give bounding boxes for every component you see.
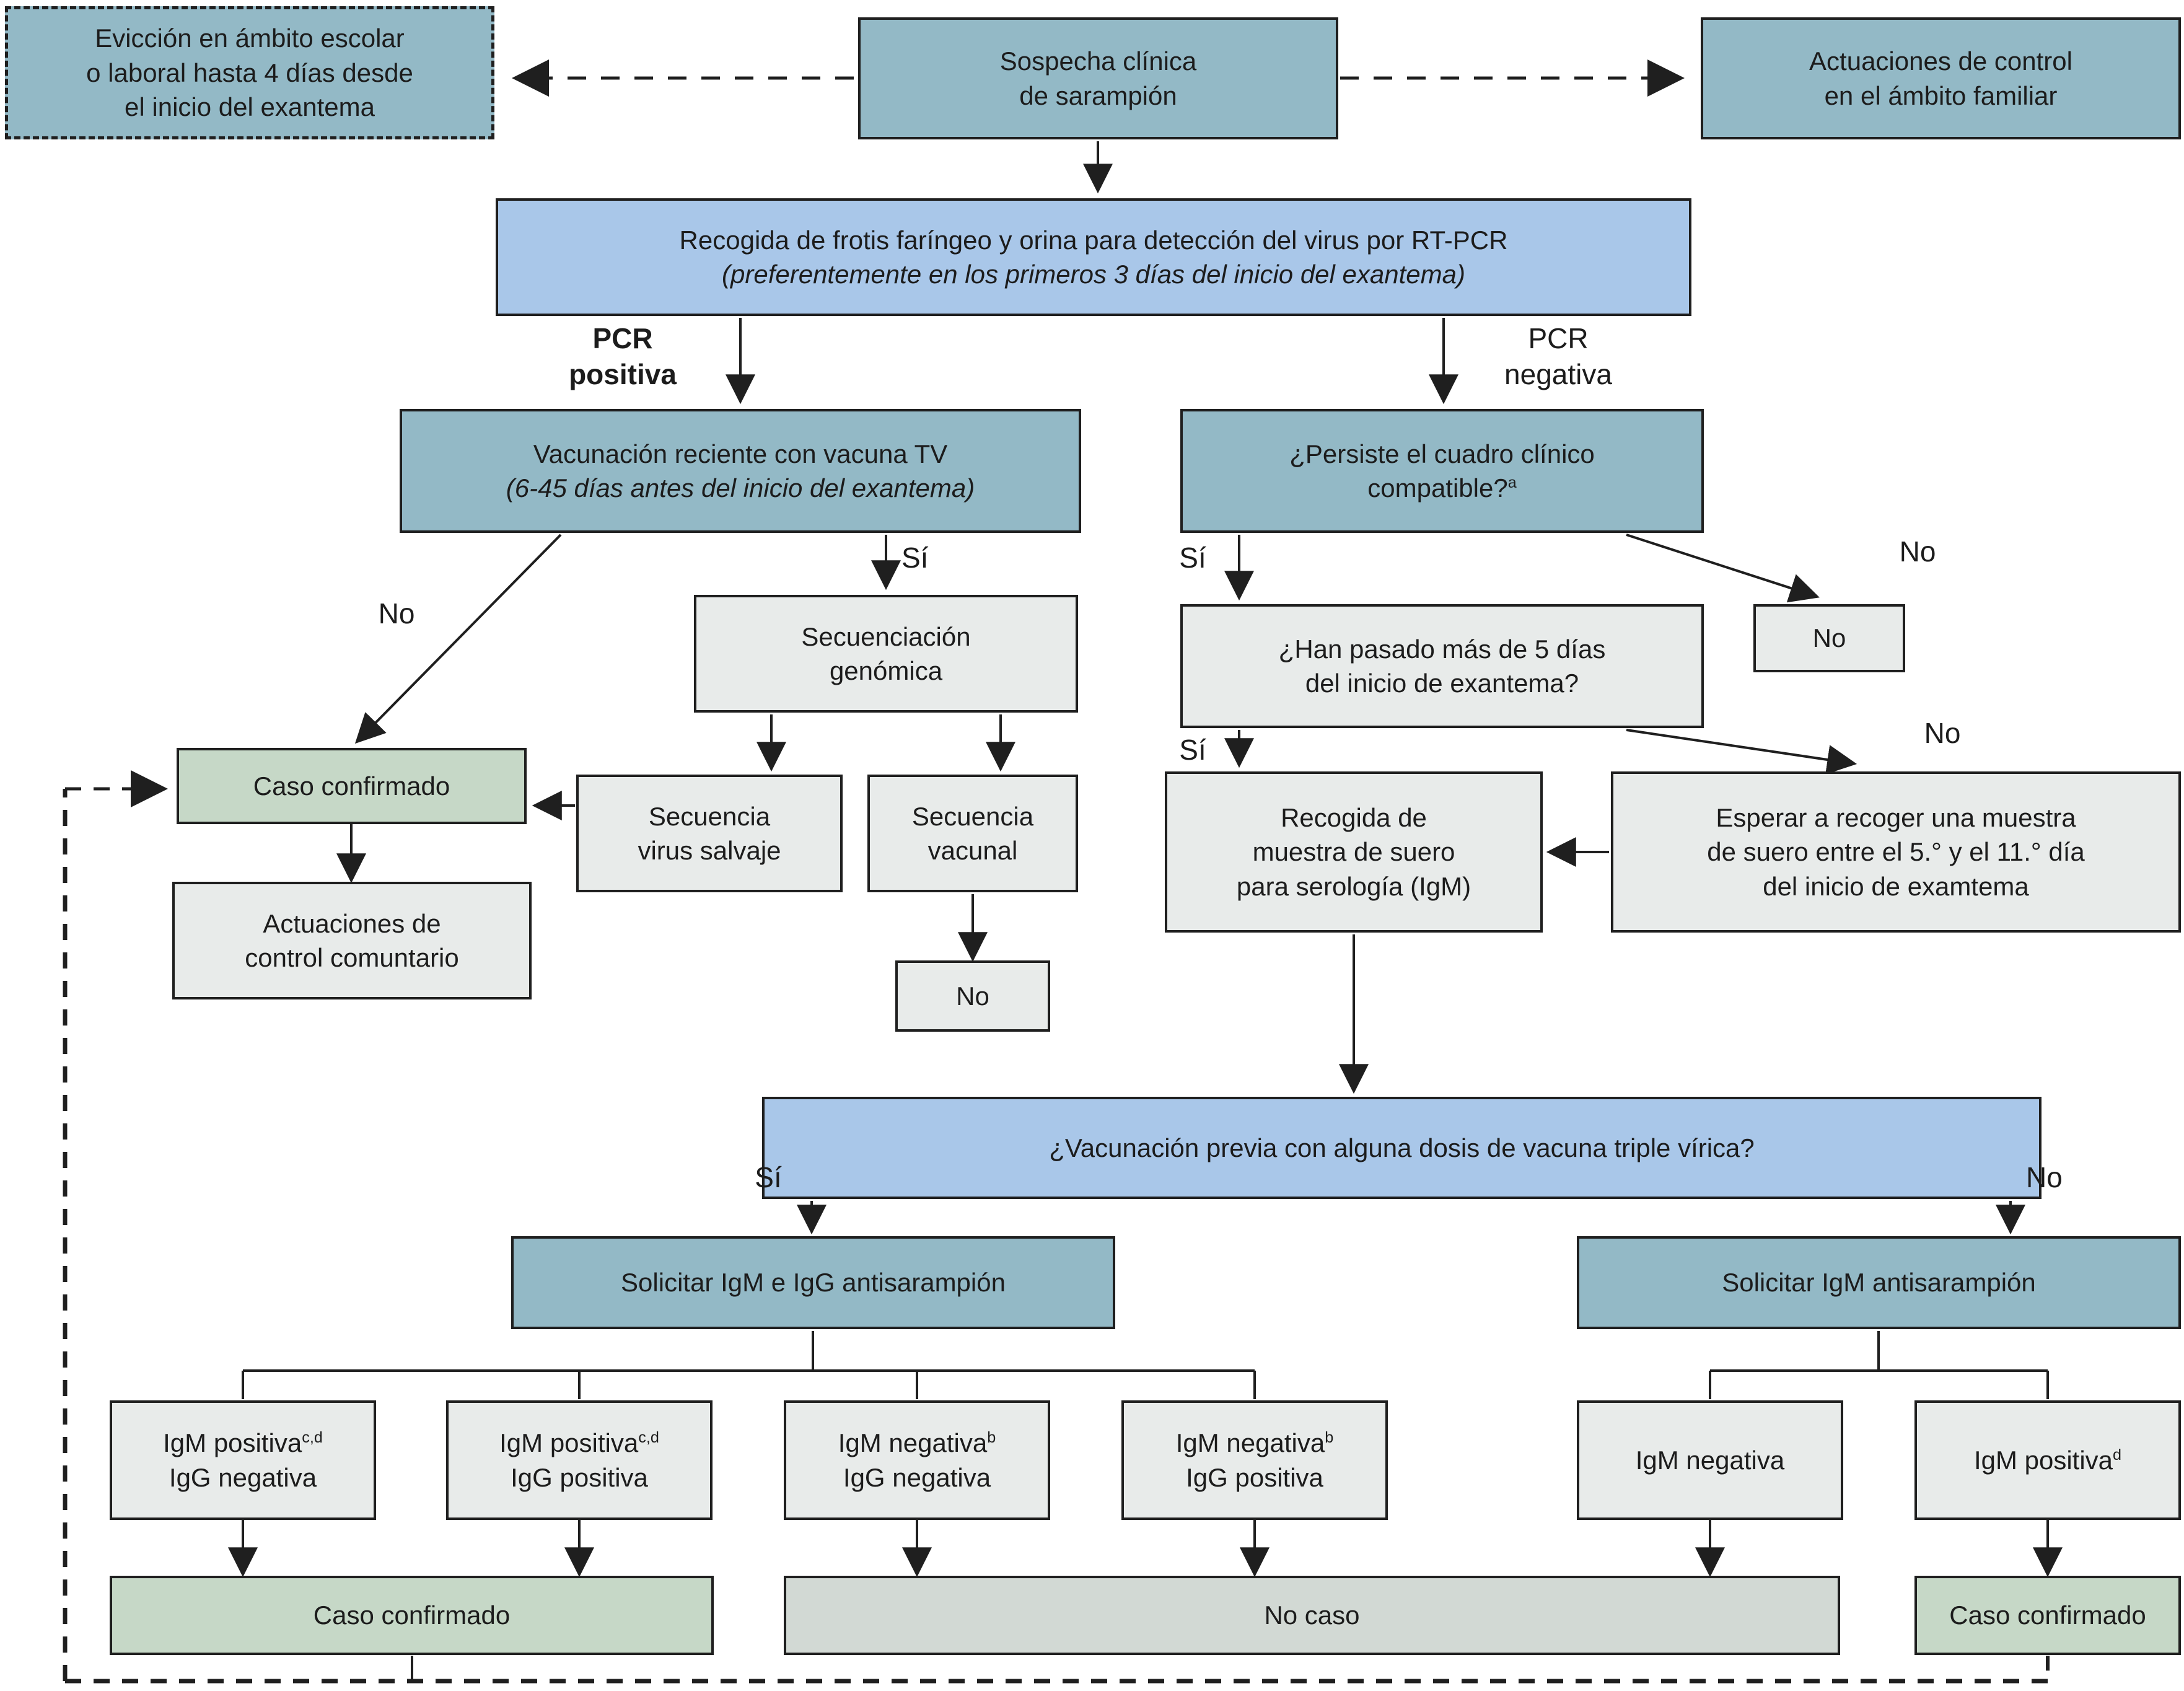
label-vtv-si: Sí bbox=[901, 542, 929, 574]
node-no-right: No bbox=[1753, 604, 1905, 672]
node-secuencia-vacunal: Secuencia vacunal bbox=[867, 775, 1078, 892]
label-persiste-si: Sí bbox=[1179, 542, 1206, 574]
node-han-pasado-5-dias: ¿Han pasado más de 5 días del inicio de … bbox=[1180, 604, 1704, 728]
node-sospecha-clinica: Sospecha clínica de sarampión bbox=[858, 17, 1338, 139]
label-vtv-no: No bbox=[378, 597, 415, 630]
node-recogida-suero: Recogida de muestra de suero para serolo… bbox=[1165, 771, 1543, 933]
node-caso-confirmado-bottom-right: Caso confirmado bbox=[1914, 1576, 2181, 1655]
node-eviccion: Evicción en ámbito escolar o laboral has… bbox=[5, 6, 494, 139]
node-rtpcr: Recogida de frotis faríngeo y orina para… bbox=[496, 198, 1691, 316]
node-solicitar-igm: Solicitar IgM antisarampión bbox=[1577, 1236, 2181, 1329]
label-han-si: Sí bbox=[1179, 734, 1206, 766]
label-pcr-negativa: PCR negativa bbox=[1504, 322, 1612, 390]
node-igm-neg-igg-neg: IgM negativab IgG negativa bbox=[784, 1400, 1050, 1520]
arrow-persiste-no bbox=[1626, 534, 1820, 603]
node-secuenciacion-genomica: Secuenciación genómica bbox=[694, 595, 1078, 713]
node-no-mid: No bbox=[895, 960, 1050, 1032]
label-pcr-positiva: PCR positiva bbox=[569, 322, 677, 390]
node-solicitar-igm-igg: Solicitar IgM e IgG antisarampión bbox=[511, 1236, 1115, 1329]
arrow-vtv-no bbox=[354, 534, 562, 744]
label-prev-no: No bbox=[2026, 1161, 2063, 1193]
label-persiste-no: No bbox=[1899, 535, 1936, 568]
node-igm-pos-igg-pos: IgM positivac,d IgG positiva bbox=[446, 1400, 713, 1520]
node-actuaciones-familiar: Actuaciones de control en el ámbito fami… bbox=[1701, 17, 2181, 139]
node-vacunacion-tv: Vacunación reciente con vacuna TV (6-45 … bbox=[400, 409, 1081, 533]
node-actuaciones-comuntario: Actuaciones de control comuntario bbox=[172, 882, 532, 999]
node-esperar-muestra: Esperar a recoger una muestra de suero e… bbox=[1611, 771, 2181, 933]
node-igm-negativa: IgM negativa bbox=[1577, 1400, 1843, 1520]
node-igm-pos-igg-neg: IgM positivac,d IgG negativa bbox=[110, 1400, 376, 1520]
node-igm-neg-igg-pos: IgM negativab IgG positiva bbox=[1121, 1400, 1388, 1520]
node-vacunacion-previa: ¿Vacunación previa con alguna dosis de v… bbox=[762, 1097, 2041, 1199]
node-persiste-cuadro: ¿Persiste el cuadro clínico compatible?a bbox=[1180, 409, 1704, 533]
node-no-caso: No caso bbox=[784, 1576, 1840, 1655]
node-igm-positiva-d: IgM positivad bbox=[1914, 1400, 2181, 1520]
label-han-no: No bbox=[1924, 717, 1961, 749]
node-caso-confirmado-bottom-left: Caso confirmado bbox=[110, 1576, 714, 1655]
node-caso-confirmado-mid: Caso confirmado bbox=[177, 748, 527, 824]
node-secuencia-virus-salvaje: Secuencia virus salvaje bbox=[576, 775, 843, 892]
arrow-han-no bbox=[1626, 729, 1857, 775]
label-prev-si: Sí bbox=[755, 1161, 782, 1193]
